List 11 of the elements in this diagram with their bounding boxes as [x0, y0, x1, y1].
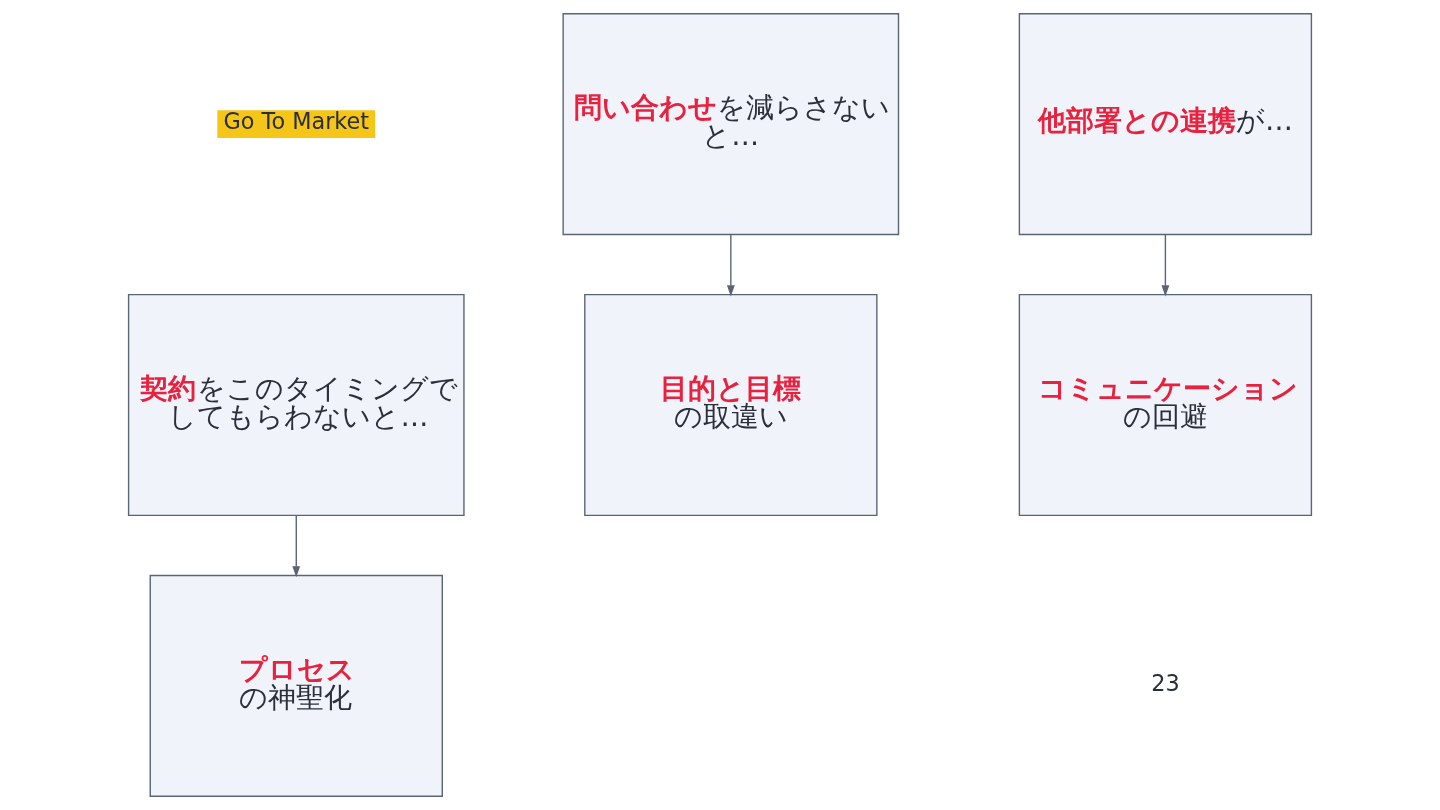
node-box: 他部署との連携が…	[1018, 13, 1313, 236]
node-box: 契約をこのタイミングでしてもらわないと…	[127, 293, 465, 517]
arrow	[726, 233, 735, 297]
arrow	[1161, 233, 1170, 297]
node-box: 問い合わせを減らさないと…	[562, 13, 900, 236]
label: 23	[1151, 670, 1180, 697]
node-box: コミュニケーション の回避	[1018, 293, 1313, 517]
label: Go To Market	[223, 108, 370, 135]
node-box: 目的と目標 の取違い	[584, 293, 878, 517]
node-box: プロセス の神聖化	[149, 574, 443, 797]
arrow	[292, 514, 301, 578]
